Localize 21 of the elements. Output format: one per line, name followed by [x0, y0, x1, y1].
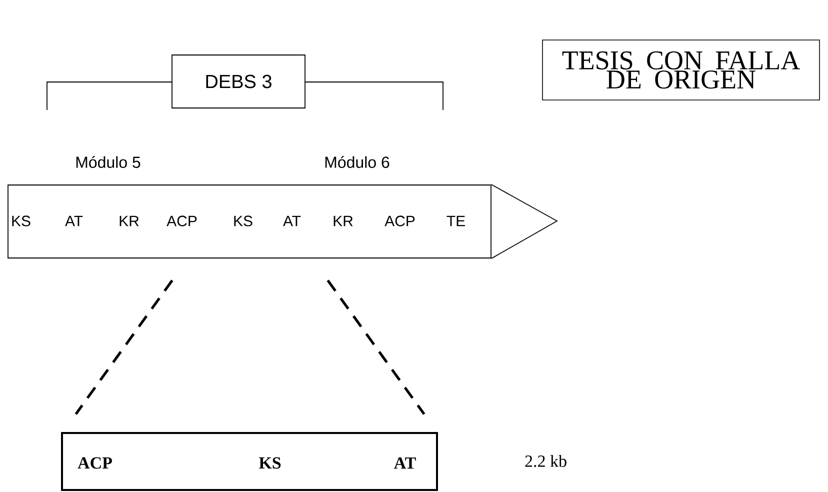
- dashed-line: [326, 280, 426, 415]
- dashed-line: [74, 280, 174, 415]
- domain-label: ACP: [166, 216, 197, 226]
- domain-label: KR: [334, 216, 353, 226]
- domain-label: KS: [258, 457, 281, 469]
- gene-name-box: DEBS 3: [172, 54, 306, 108]
- module-label: Módulo 6: [325, 156, 390, 168]
- gene-arrow: [8, 184, 558, 259]
- domain-label: ACP: [78, 457, 112, 469]
- domain-label: AT: [283, 216, 301, 226]
- domain-label: TE: [446, 216, 465, 226]
- domain-label: KS: [12, 216, 30, 226]
- domain-label: KR: [120, 216, 139, 226]
- domain-label: KS: [234, 216, 252, 226]
- domain-label: AT: [65, 216, 83, 226]
- domain-label: AT: [394, 457, 416, 469]
- domain-label: ACP: [384, 216, 415, 226]
- stamp-box: TESIS CON FALLA DE ORIGEN: [542, 40, 820, 100]
- fragment-box: [61, 432, 438, 491]
- size-label: 2.2 kb: [525, 454, 566, 467]
- module-label: Módulo 5: [76, 156, 140, 168]
